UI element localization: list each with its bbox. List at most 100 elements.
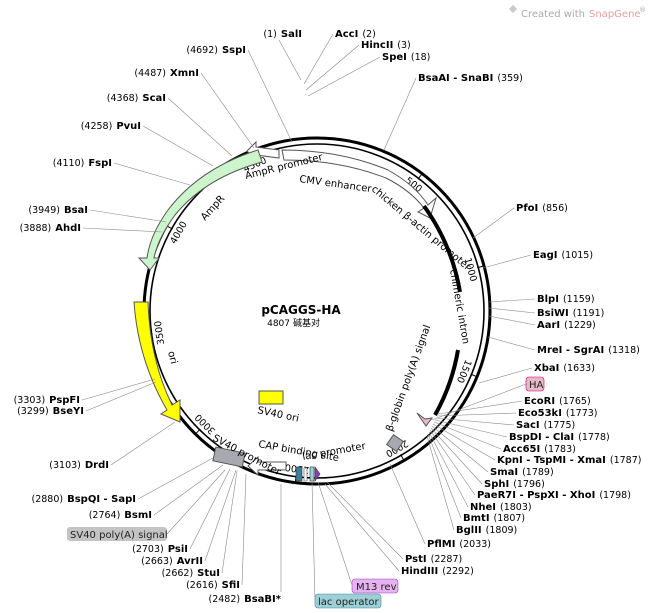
site-label-blpi: BlpI(1159)	[537, 294, 595, 305]
site-label-hindiii: HindIII(2292)	[401, 566, 474, 577]
site-name: SfiI	[222, 580, 240, 591]
tick-mark	[167, 225, 173, 230]
site-leader	[437, 400, 523, 415]
watermark-brand: SnapGene	[589, 9, 641, 20]
beta-globin-polya-box[interactable]	[385, 433, 405, 453]
cmv-promoter-arrow[interactable]	[281, 149, 437, 219]
site-leader	[389, 463, 426, 545]
site-label-smai: SmaI(1789)	[490, 467, 554, 478]
site-leader	[247, 49, 293, 143]
site-name: Acc65I	[503, 444, 540, 455]
sv40-polya-leader	[166, 469, 226, 535]
site-leader	[204, 469, 237, 562]
site-position: (2880)	[32, 494, 64, 505]
site-position: (1809)	[486, 525, 518, 536]
tick-mark	[470, 373, 477, 377]
lac-operator-badge-label: lac operator	[318, 597, 379, 608]
site-leader	[241, 473, 247, 586]
tick-mark	[400, 454, 404, 460]
site-position: (4258)	[81, 121, 113, 132]
site-position: (2)	[362, 29, 375, 40]
ampr-arrow[interactable]	[137, 149, 263, 271]
site-position: (3303)	[14, 395, 46, 406]
site-name: BsiWI	[537, 308, 569, 319]
site-label-bmti: BmtI(1807)	[463, 513, 525, 524]
site-label-nhei: NheI(1803)	[470, 502, 532, 513]
site-position: (1773)	[566, 408, 598, 419]
tick-label: 3500	[153, 320, 167, 345]
cap-binding-box[interactable]	[295, 466, 303, 482]
site-position: (1787)	[610, 455, 642, 466]
site-label-drdi: (3103)DrdI	[49, 460, 109, 471]
site-position: (1633)	[563, 363, 595, 374]
site-leader	[110, 421, 176, 466]
site-name: FspI	[88, 158, 112, 169]
site-label-bsmi: (2764)BsmI	[89, 510, 152, 521]
site-label-bspqi-sapi: (2880)BspQI - SapI	[32, 494, 137, 505]
site-name: BseYI	[53, 406, 84, 417]
site-label-fspi: (4110)FspI	[53, 158, 112, 169]
site-label-aari: AarI(1229)	[537, 320, 596, 331]
site-label-kpni-tspmi-xmai: KpnI - TspMI - XmaI(1787)	[497, 455, 641, 466]
site-position: (1789)	[522, 467, 554, 478]
site-name: BsaI	[64, 205, 88, 216]
site-leader	[303, 33, 334, 85]
site-position: (1)	[263, 29, 276, 40]
site-leader	[427, 433, 462, 519]
chimeric-intron-arc[interactable]	[422, 204, 462, 293]
sv40-promoter-arrow[interactable]	[247, 455, 287, 477]
site-name: EagI	[533, 250, 557, 261]
site-name: AhdI	[55, 223, 81, 234]
beta-globin-arc[interactable]	[433, 349, 460, 416]
site-name: Eco53kI	[518, 408, 562, 419]
site-position: (1775)	[544, 420, 576, 431]
site-label-stui: (2662)StuI	[162, 568, 220, 579]
site-label-bseyi: (3299) BseYI	[17, 406, 84, 417]
m13-rev-badge-box	[351, 578, 399, 594]
lac-operator-box[interactable]	[309, 466, 315, 482]
site-position: (359)	[497, 73, 523, 84]
site-label-sfii: (2616)SfiI	[186, 580, 240, 591]
site-leader	[142, 125, 214, 167]
site-position: (2292)	[442, 566, 474, 577]
tick-label: 4000	[168, 220, 190, 246]
site-position: (2033)	[459, 539, 491, 550]
site-leader	[429, 429, 476, 496]
m13-rev-arrow[interactable]	[314, 466, 321, 482]
sv40-ori-box[interactable]	[258, 390, 284, 405]
plasmid-length-unit: 碱基对	[293, 317, 320, 329]
site-name: BmtI	[463, 513, 490, 524]
site-label-pvui: (4258)PvuI	[81, 121, 141, 132]
site-position: (1796)	[513, 479, 545, 490]
sv40-polya-badge-label: SV40 poly(A) signal	[70, 530, 168, 541]
ha-tag-arrow[interactable]	[416, 412, 434, 427]
site-name: BsaBI*	[244, 594, 282, 605]
sv40-polya-box[interactable]	[212, 446, 246, 468]
site-position: (2287)	[431, 554, 463, 565]
lac-promoter-box[interactable]	[303, 467, 308, 482]
site-label-hincii: HincII(3)	[361, 40, 411, 51]
site-position: (4110)	[53, 158, 85, 169]
site-leader	[431, 425, 489, 473]
ori-arrow[interactable]	[133, 301, 181, 423]
site-leader	[305, 44, 360, 91]
site-position: (856)	[542, 203, 568, 214]
site-leader	[153, 464, 224, 516]
site-name: PflMI	[427, 539, 455, 550]
site-leader	[167, 97, 233, 157]
site-leader	[326, 481, 404, 560]
site-name: PfoI	[516, 203, 538, 214]
site-label-bglii: BglII (1809)	[456, 525, 517, 536]
lac-operator-leader	[311, 481, 316, 601]
site-position: (3)	[397, 40, 410, 51]
site-name: BglII	[456, 525, 482, 536]
site-leader	[113, 162, 191, 186]
site-name: BspQI - SapI	[67, 494, 136, 505]
ampr-label: AmpR	[199, 193, 227, 223]
site-name: StuI	[197, 568, 220, 579]
site-leader	[428, 431, 469, 508]
site-label-xmni: (4487)XmnI	[134, 68, 199, 79]
site-name: SspI	[222, 45, 246, 56]
site-position: (3299)	[17, 406, 49, 417]
